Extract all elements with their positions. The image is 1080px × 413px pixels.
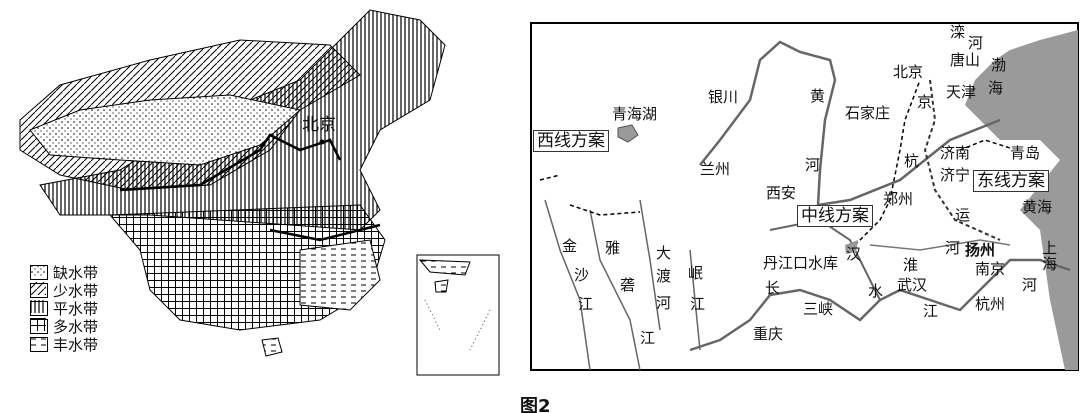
south-china-sea-inset [416, 254, 500, 376]
middle-route-label: 中线方案 [797, 205, 873, 227]
river-label: 大 [656, 244, 672, 262]
middle-route-arrow [849, 79, 921, 251]
legend-item-fengshui: 丰水带 [30, 336, 98, 354]
beijing-marker [319, 139, 325, 145]
diagonal-swatch-icon [30, 282, 48, 298]
grid-swatch-icon [30, 318, 48, 334]
western-rivers [544, 199, 701, 371]
river-label: 江 [640, 329, 656, 347]
river-label: 河 [968, 34, 984, 52]
city-label: 银川 [708, 88, 739, 106]
vertical-swatch-icon [30, 300, 48, 316]
beijing-label: 北京 [302, 115, 336, 135]
river-label: 河 [1022, 276, 1038, 294]
river-label: 京 [917, 93, 933, 111]
city-label: 杭州 [975, 295, 1006, 313]
water-diversion-map [530, 22, 1079, 371]
city-label: 唐山 [950, 51, 981, 69]
river-label: 滦 [950, 23, 966, 41]
river-label: 淮 [903, 256, 919, 274]
city-label: 青岛 [1010, 144, 1041, 162]
qinghai-lake [617, 124, 639, 143]
river-label: 江 [690, 295, 706, 313]
west-route-arrow [539, 174, 641, 216]
river-label: 砻 [620, 276, 636, 294]
yellow-river [699, 40, 1001, 207]
city-label: 西安 [766, 184, 797, 202]
river-label: 渡 [656, 267, 672, 285]
river-label: 岷 [688, 264, 704, 282]
city-label: 兰州 [700, 160, 731, 178]
legend-item-duoshui: 多水带 [30, 318, 98, 336]
river-label: 河 [656, 294, 672, 312]
river-label: 河 [945, 239, 961, 257]
danjiangkou-reservoir [845, 240, 858, 254]
river-label: 水 [868, 282, 884, 300]
huai-river [869, 239, 1011, 251]
city-label: 上海 [1042, 239, 1058, 273]
dots-swatch-icon [30, 264, 48, 280]
city-label: 北京 [893, 63, 924, 81]
qinghai-lake-label: 青海湖 [612, 105, 658, 123]
east-route-arrow [959, 139, 1011, 151]
river-label: 杭 [904, 152, 920, 170]
city-label: 重庆 [753, 325, 784, 343]
river-label: 运 [955, 206, 971, 224]
river-label: 江 [923, 302, 939, 320]
bohai-label-1: 渤 [991, 56, 1007, 74]
river-label: 江 [578, 295, 594, 313]
three-gorges-label: 三峡 [803, 300, 834, 318]
river-label: 雅 [605, 239, 621, 257]
city-label: 南京 [975, 260, 1006, 278]
west-route-label: 西线方案 [533, 130, 609, 152]
legend-item-pingshui: 平水带 [30, 300, 98, 318]
river-label: 长 [765, 279, 781, 297]
legend-item-queshui: 缺水带 [30, 264, 98, 282]
yellow-sea-label: 黄海 [1022, 198, 1053, 216]
zone-fengshui-hainan [261, 337, 283, 357]
grand-canal [923, 79, 1001, 241]
city-label: 武汉 [897, 276, 928, 294]
river-label: 河 [805, 156, 821, 174]
river-label: 金 [562, 237, 578, 255]
dashes-swatch-icon [30, 336, 48, 352]
danjiangkou-label: 丹江口水库 [763, 254, 839, 272]
river-label: 汉 [846, 245, 862, 263]
river-label: 黄 [810, 87, 826, 105]
china-water-zone-map [19, 9, 500, 376]
city-label: 天津 [946, 83, 977, 101]
city-label: 郑州 [883, 190, 914, 208]
city-label: 石家庄 [845, 104, 891, 122]
bohai-label-2: 海 [988, 79, 1004, 97]
river-label: 沙 [574, 266, 590, 284]
zone-boundary-thick [119, 133, 381, 242]
bohai-sea [965, 30, 1078, 370]
city-label: 扬州 [965, 241, 996, 259]
city-label: 济南 [940, 144, 971, 162]
city-label: 济宁 [940, 166, 971, 184]
legend-item-shaoshui: 少水带 [30, 282, 98, 300]
east-route-label: 东线方案 [973, 170, 1049, 192]
figure-caption: 图2 [520, 396, 551, 413]
